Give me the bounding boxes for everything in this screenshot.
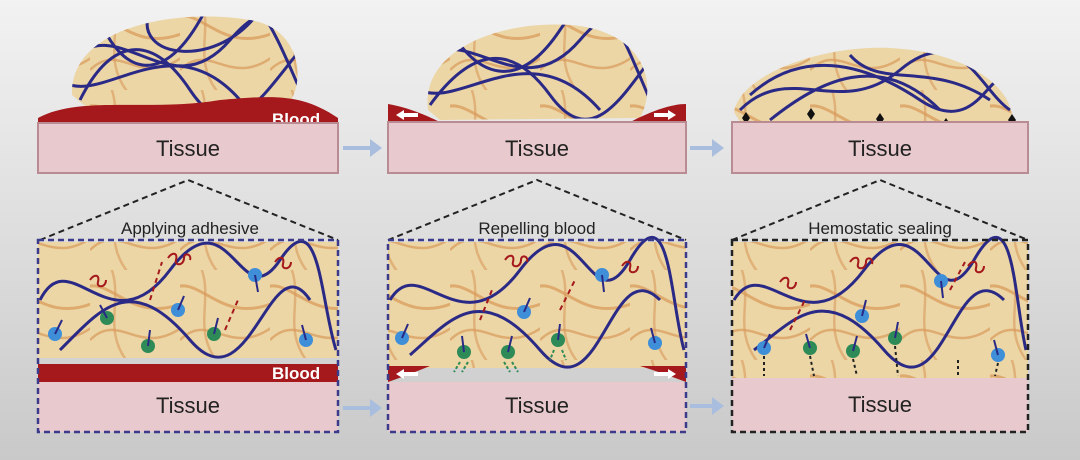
orange-fibers: [38, 242, 338, 358]
blood-label: Blood: [272, 364, 320, 383]
blood-layer: [38, 97, 338, 128]
top-panel-2: Tissue: [387, 24, 687, 174]
zoom-frame: [386, 238, 688, 434]
bond-dashes: [763, 345, 999, 377]
red-coil-groups: [89, 252, 292, 331]
navy-polymer-network: [738, 51, 1013, 122]
orange-fibers: [388, 242, 686, 368]
green-functional-groups: [453, 323, 567, 373]
right-arrow: [654, 369, 676, 379]
orange-fibers: [427, 24, 648, 120]
tissue-block: [37, 122, 339, 174]
blue-functional-groups: [395, 268, 662, 350]
blue-functional-groups: [757, 274, 1005, 362]
zoom-callout-lines: [39, 178, 1029, 241]
left-arrow: [396, 110, 418, 120]
tissue-block: [731, 121, 1029, 174]
panel-title: Repelling blood: [478, 219, 595, 238]
top-panel-3: Tissue: [731, 47, 1029, 174]
panel-title: Hemostatic sealing: [808, 219, 952, 238]
blue-functional-groups: [48, 268, 313, 347]
tissue-label: Tissue: [505, 393, 569, 418]
tissue-label: Tissue: [156, 136, 220, 161]
zoom-frame: [730, 238, 1030, 434]
green-functional-groups: [803, 321, 902, 358]
navy-polymer-chain: [388, 236, 686, 369]
top-panel-1: Blood Tissue: [37, 16, 339, 174]
tissue-label: Tissue: [505, 136, 569, 161]
tissue-block: [732, 378, 1028, 432]
flow-arrow: [690, 139, 724, 157]
zoom-frame: [36, 238, 340, 434]
red-coil-groups: [479, 254, 639, 321]
panel-title: Applying adhesive: [121, 219, 259, 238]
flow-arrow: [690, 397, 724, 415]
flow-arrow: [343, 399, 382, 417]
flow-arrow: [343, 139, 382, 157]
tissue-block: [387, 121, 687, 174]
bottom-panel-3: Tissue Hemostatic sealing: [730, 219, 1030, 434]
tissue-label: Tissue: [848, 392, 912, 417]
blood-layer-pushed: [640, 366, 686, 382]
tissue-block: [38, 382, 338, 432]
bottom-panel-1: Blood Tissue Applying adhesive: [36, 219, 340, 434]
green-functional-groups: [99, 304, 221, 353]
bottom-panel-2: Tissue Repelling blood: [386, 219, 688, 434]
right-arrow: [654, 110, 676, 120]
orange-fibers: [732, 242, 1028, 378]
navy-polymer-chain: [38, 240, 338, 359]
tissue-block: [388, 382, 686, 432]
tissue-label: Tissue: [848, 136, 912, 161]
left-arrow: [396, 369, 418, 379]
tissue-label: Tissue: [156, 393, 220, 418]
blood-layer: [38, 364, 338, 382]
red-coil-groups: [779, 256, 985, 331]
